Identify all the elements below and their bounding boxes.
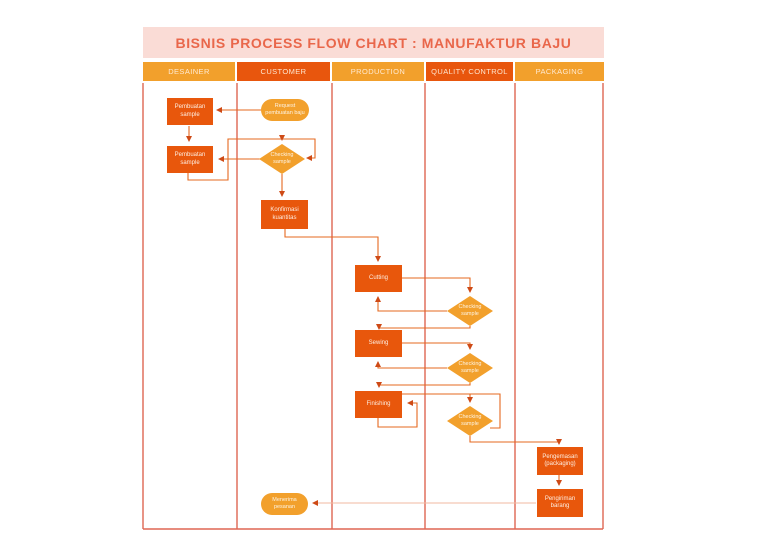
flow-connectors	[186, 107, 562, 506]
page-title: BISNIS PROCESS FLOW CHART : MANUFAKTUR B…	[143, 27, 604, 58]
node-cutting: Cutting	[355, 265, 402, 292]
node-pembuatan-sample-2: Pembuatan sample	[167, 146, 213, 173]
node-checking-sample-customer: Checking sample	[259, 144, 305, 174]
node-checking-sample-qc1: Checking sample	[447, 296, 493, 326]
node-pengiriman-barang: Pengiriman barang	[537, 489, 583, 517]
lane-header-desainer: DESAINER	[143, 62, 235, 81]
lane-header-customer: CUSTOMER	[237, 62, 330, 81]
lane-header-label: PRODUCTION	[350, 67, 406, 76]
node-menerima-pesanan: Menerima pesanan	[261, 493, 308, 515]
node-konfirmasi-kuantitas: Konfirmasi kuantitas	[261, 200, 308, 229]
node-finishing: Finishing	[355, 391, 402, 418]
lane-header-label: DESAINER	[168, 67, 210, 76]
lane-header-quality-control: QUALITY CONTROL	[426, 62, 513, 81]
node-checking-sample-qc3: Checking sample	[447, 406, 493, 436]
node-pengemasan-packaging: Pengemasan (packaging)	[537, 447, 583, 475]
node-sewing: Sewing	[355, 330, 402, 357]
lane-header-label: CUSTOMER	[260, 67, 307, 76]
lane-header-production: PRODUCTION	[332, 62, 424, 81]
lane-header-packaging: PACKAGING	[515, 62, 604, 81]
lane-header-label: QUALITY CONTROL	[431, 67, 508, 76]
node-request-pembuatan-baju: Request pembuatan baju	[261, 99, 309, 121]
node-pembuatan-sample-1: Pembuatan sample	[167, 98, 213, 125]
lane-header-label: PACKAGING	[535, 67, 584, 76]
node-checking-sample-qc2: Checking sample	[447, 353, 493, 383]
